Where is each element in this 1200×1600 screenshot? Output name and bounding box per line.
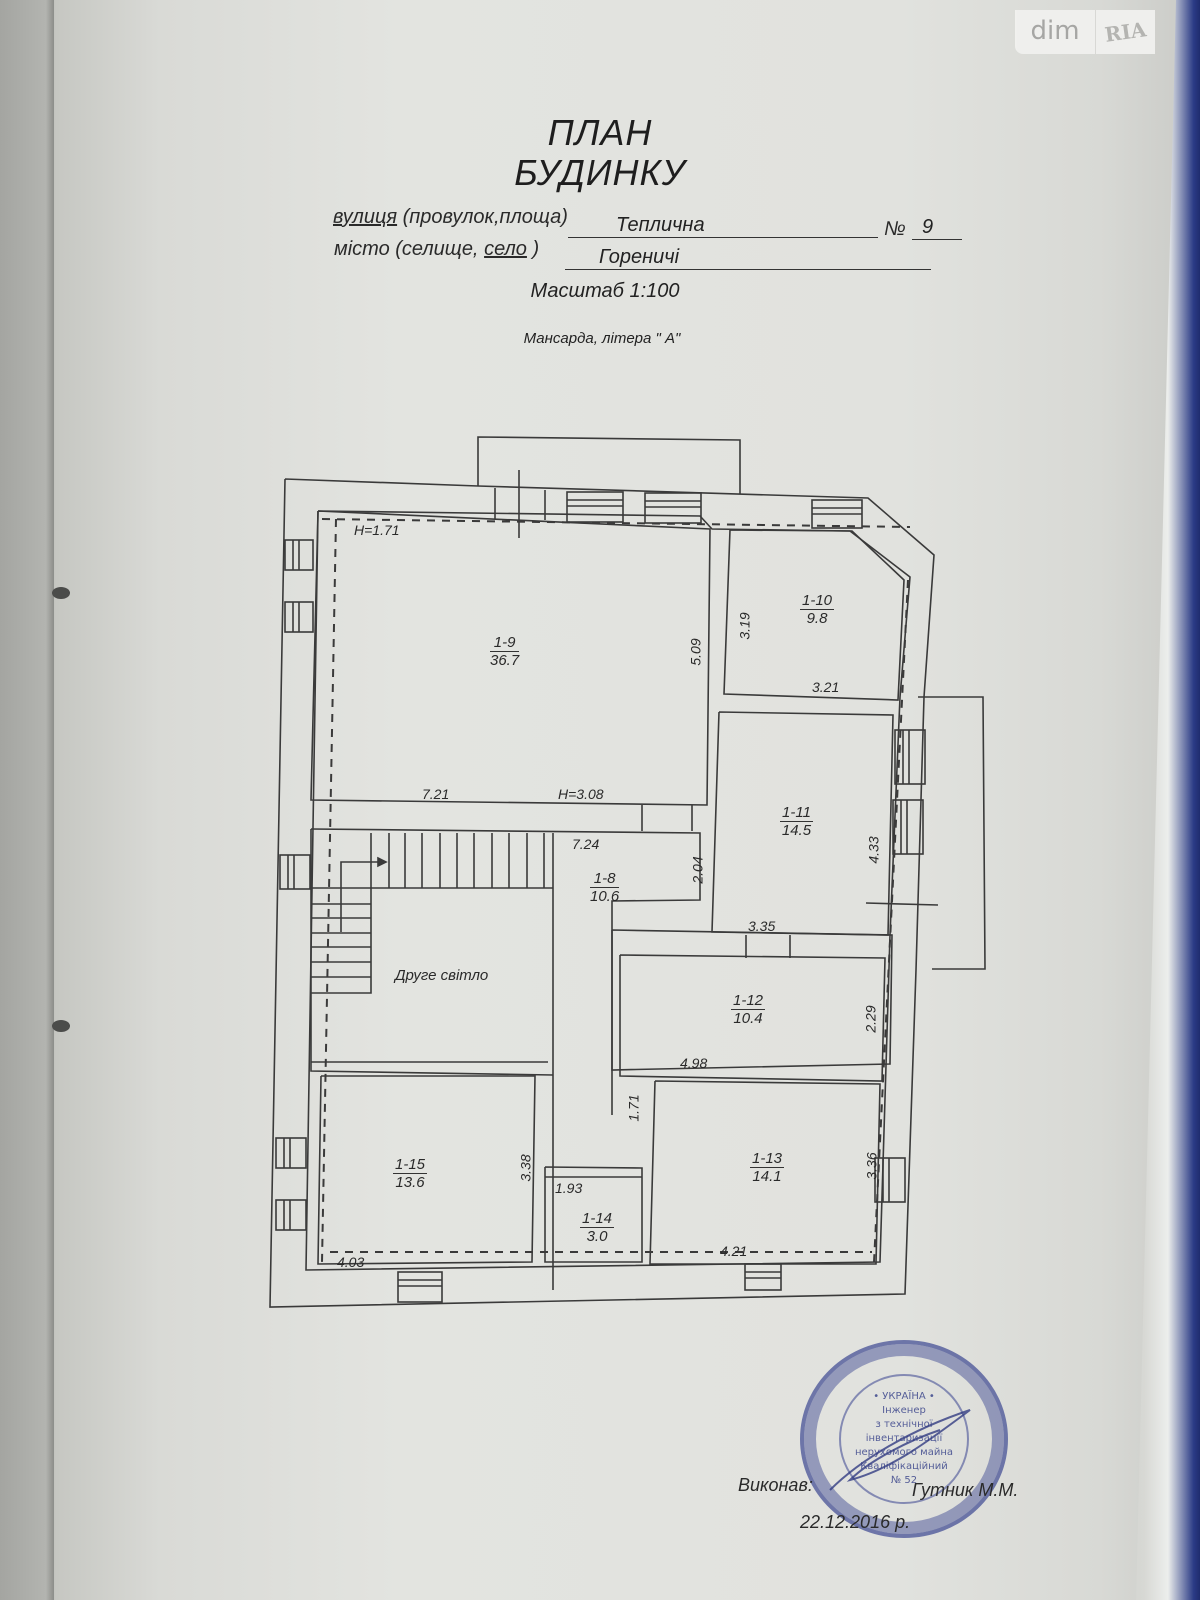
room-id: 1-9 (490, 634, 520, 652)
city-label: місто (селище, село ) (334, 238, 539, 261)
room-1-14-label: 1-14 3.0 (580, 1210, 615, 1245)
number-label: № (884, 218, 906, 240)
city-label-suffix: ) (526, 238, 540, 260)
room-1-13-label: 1-13 14.1 (750, 1150, 785, 1185)
second-light-label: Друге світло (395, 967, 489, 984)
dim-1-9-height: Н=3.08 (558, 786, 604, 802)
dim-1-15-depth: 3.38 (517, 1154, 534, 1182)
room-id: 1-11 (780, 804, 813, 822)
number-value: 9 (912, 216, 962, 240)
dim-1-14-width: 1.93 (555, 1180, 583, 1196)
dim-1-13-width: 4.21 (720, 1243, 748, 1259)
watermark-dim-text: dim (1015, 10, 1096, 54)
room-1-10-label: 1-10 9.8 (800, 592, 835, 627)
room-area: 14.5 (781, 822, 812, 839)
room-1-8-label: 1-8 10.6 (590, 870, 620, 905)
executor-name: Гутник М.М. (912, 1480, 1019, 1500)
binder-hole (52, 1020, 70, 1032)
dim-1-13-depth: 3.36 (863, 1152, 880, 1180)
doc-title-line1: ПЛАН (547, 112, 653, 153)
room-1-11-label: 1-11 14.5 (780, 804, 813, 839)
stamp-line: Інженер (882, 1405, 926, 1416)
dim-1-12-width: 4.98 (680, 1055, 708, 1071)
street-label-rest: (провулок,площа) (397, 206, 568, 228)
dim-corridor-depth: 1.71 (625, 1094, 642, 1122)
floor-label: Мансарда, літера " А" (523, 330, 681, 347)
room-id: 1-13 (750, 1150, 785, 1168)
dimria-watermark: dim RIA (1015, 10, 1155, 54)
dim-height-top: Н=1.71 (354, 522, 400, 538)
signature-icon (829, 1409, 971, 1491)
room-1-9-label: 1-9 36.7 (490, 634, 520, 669)
room-area: 14.1 (752, 1168, 782, 1185)
doc-title-line2: БУДИНКУ (514, 152, 686, 193)
street-label: вулиця (провулок,площа) (333, 206, 568, 229)
dim-1-15-width: 4.03 (337, 1254, 365, 1270)
city-value: Гореничі (565, 246, 931, 270)
executed-by-label: Виконав: (738, 1475, 813, 1495)
stamp-line: нерухомого майна (854, 1447, 954, 1458)
room-area: 3.0 (586, 1228, 608, 1245)
room-id: 1-14 (580, 1210, 615, 1228)
dim-1-9-width: 7.21 (422, 786, 450, 802)
room-id: 1-15 (393, 1156, 428, 1174)
room-area: 10.4 (733, 1010, 763, 1027)
stamp-line: • УКРАЇНА • (873, 1391, 935, 1402)
dim-1-8-width: 7.24 (572, 836, 600, 852)
room-id: 1-10 (800, 592, 835, 610)
room-id: 1-8 (590, 870, 620, 888)
room-area: 13.6 (395, 1174, 425, 1191)
dim-1-8-depth: 2.04 (689, 856, 706, 884)
binder-hole (52, 587, 70, 599)
street-label-underlined: вулиця (333, 206, 398, 228)
city-label-prefix: місто (селище, (334, 238, 485, 260)
room-area: 9.8 (806, 610, 828, 627)
dim-1-10-width: 3.21 (812, 679, 840, 695)
dim-1-11-width: 3.35 (748, 918, 776, 934)
dim-1-9-depth: 5.09 (687, 638, 704, 666)
room-1-12-label: 1-12 10.4 (731, 992, 766, 1027)
room-1-15-label: 1-15 13.6 (393, 1156, 428, 1191)
dim-1-12-depth: 2.29 (862, 1005, 879, 1033)
scale-label: Масштаб 1:100 (530, 280, 680, 302)
stamp-line: Кваліфікаційний (860, 1461, 948, 1472)
stamp-line: № 52 (890, 1475, 918, 1486)
city-label-underlined: село (484, 238, 527, 260)
dim-1-11-depth: 4.33 (865, 836, 882, 864)
dim-1-10-depth: 3.19 (736, 612, 753, 640)
document-date: 22.12.2016 р. (800, 1512, 911, 1532)
binder-edge (0, 0, 54, 1600)
room-id: 1-12 (731, 992, 766, 1010)
room-area: 10.6 (590, 888, 620, 905)
room-area: 36.7 (490, 652, 520, 669)
street-value: Теплична (568, 214, 878, 238)
